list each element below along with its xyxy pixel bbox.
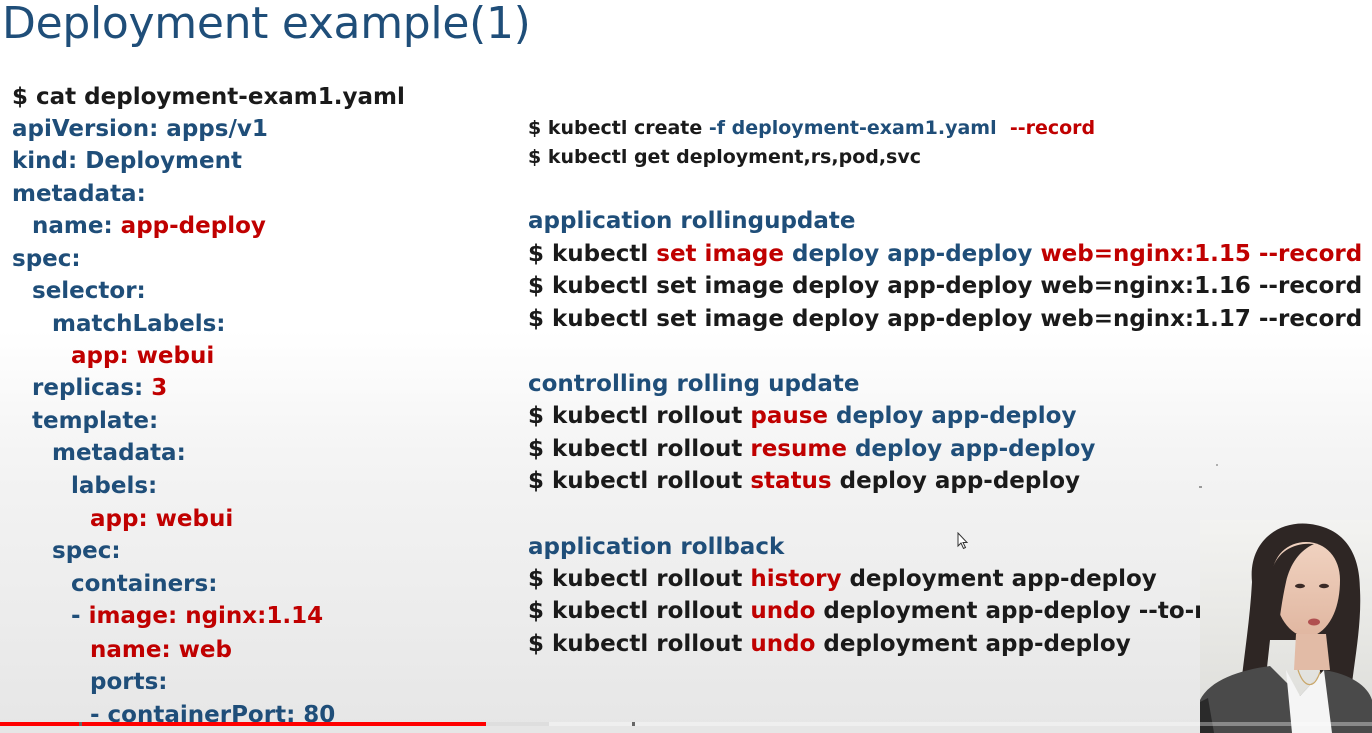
yaml-key: name: [32,213,121,239]
cmd-rollout-pause: $ kubectl rollout pause deploy app-deplo… [528,400,1076,432]
video-progress-track[interactable] [0,722,1372,726]
yaml-line-image: - image: nginx:1.14 [71,600,323,632]
cmd-set-image-116: $ kubectl set image deploy app-deploy we… [528,273,1363,299]
cmd-text: $ kubectl create [528,117,709,139]
cmd-verb: status [750,468,832,494]
yaml-line-labels: labels: [71,473,158,499]
yaml-value: app-deploy [120,213,266,239]
yaml-line-matchlabels: matchLabels: [52,311,226,337]
yaml-line-name: name: app-deploy [32,210,266,242]
yaml-line-metadata: metadata: [12,181,146,207]
video-progress-fill[interactable] [0,722,486,726]
cmd-target: deploy app-deploy [784,241,1041,267]
chapter-marker [632,722,635,726]
yaml-line-app-label: app: webui [71,343,215,369]
cmd-verb: pause [750,403,829,429]
yaml-dash: - [71,603,89,629]
yaml-line-ports: ports: [90,669,168,695]
cmd-rollout-history: $ kubectl rollout history deployment app… [528,563,1157,595]
cmd-rollout-resume: $ kubectl rollout resume deploy app-depl… [528,433,1095,465]
yaml-line-template: template: [32,408,159,434]
yaml-line-containerport: - containerPort: 80 [90,702,336,728]
slide-speck [1199,486,1202,488]
yaml-line-pod-spec: spec: [52,538,121,564]
cmd-text: $ kubectl rollout [528,566,751,592]
presenter-video [1200,520,1372,733]
chapter-marker [79,722,82,726]
cmd-text: $ kubectl rollout [528,403,751,429]
cmd-target: deploy app-deploy [846,436,1096,462]
cmd-target: deployment app-deploy [815,631,1131,657]
cmd-verb: history [750,566,842,592]
cmd-target: deploy app-deploy [831,468,1081,494]
yaml-cat-command: $ cat deployment-exam1.yaml [12,84,405,110]
cmd-text: $ kubectl [528,241,657,267]
cmd-set-image-115: $ kubectl set image deploy app-deploy we… [528,238,1362,270]
slide-title: Deployment example(1) [2,0,531,49]
cmd-verb: resume [750,436,847,462]
yaml-line-spec: spec: [12,246,81,272]
yaml-line-selector: selector: [32,278,146,304]
slide-speck [1216,464,1218,466]
yaml-value: 3 [151,375,168,401]
cmd-set-image-117: $ kubectl set image deploy app-deploy we… [528,306,1363,332]
yaml-line-app-label-2: app: webui [90,506,234,532]
cmd-rollout-undo: $ kubectl rollout undo deployment app-de… [528,628,1131,660]
cmd-text: $ kubectl rollout [528,436,751,462]
cmd-verb: undo [750,598,816,624]
section-title-rollback: application rollback [528,534,785,560]
cmd-arg: web=nginx:1.15 --record [1040,241,1363,267]
cmd-arg: -f deployment-exam1.yaml [708,117,997,139]
cmd-text: $ kubectl rollout [528,468,751,494]
yaml-line-apiversion: apiVersion: apps/v1 [12,116,268,142]
cmd-text: $ kubectl rollout [528,631,751,657]
cmd-target: deployment app-deploy --to-rev [815,598,1237,624]
yaml-line-template-metadata: metadata: [52,440,186,466]
yaml-line-container-name: name: web [90,637,232,663]
presenter-video-overlay [1200,520,1372,733]
mouse-cursor-icon [957,532,969,550]
cmd-flag: --record [996,117,1096,139]
yaml-value: image: nginx:1.14 [88,603,324,629]
section-title-rollingupdate: application rollingupdate [528,208,856,234]
cmd-target: deploy app-deploy [828,403,1077,429]
cmd-text: $ kubectl rollout [528,598,751,624]
cmd-create: $ kubectl create -f deployment-exam1.yam… [528,114,1095,142]
cmd-verb: undo [750,631,816,657]
cmd-rollout-status: $ kubectl rollout status deploy app-depl… [528,465,1080,497]
cmd-get: $ kubectl get deployment,rs,pod,svc [528,146,922,168]
yaml-line-replicas: replicas: 3 [32,372,167,404]
yaml-line-containers: containers: [71,571,218,597]
section-title-controlling: controlling rolling update [528,371,860,397]
cmd-rollout-undo-revision: $ kubectl rollout undo deployment app-de… [528,595,1236,627]
cmd-target: deployment app-deploy [841,566,1157,592]
cmd-verb: set image [656,241,784,267]
yaml-line-kind: kind: Deployment [12,148,242,174]
yaml-key: replicas: [32,375,152,401]
